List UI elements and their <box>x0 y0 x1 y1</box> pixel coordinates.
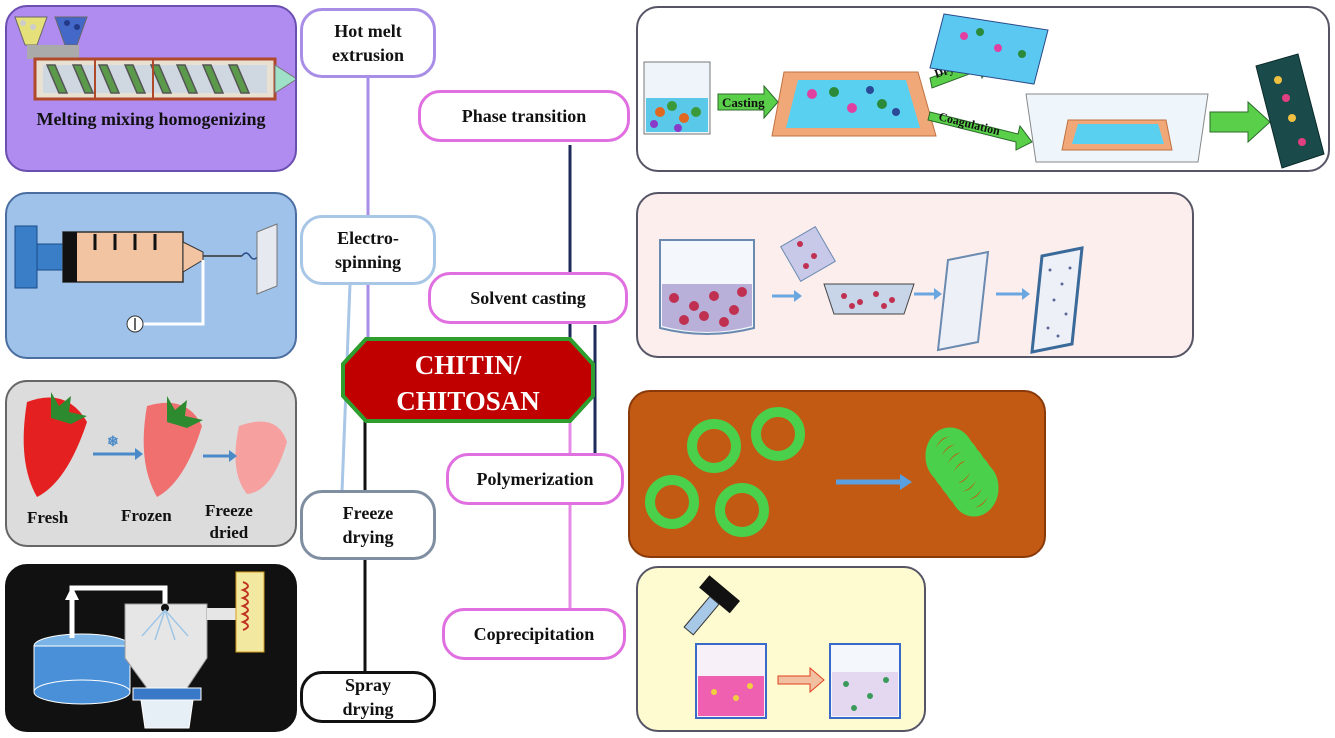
extrusion-panel: Melting mixing homogenizing <box>5 5 297 172</box>
polymerization-panel <box>628 390 1046 558</box>
electrospinning-panel <box>5 192 297 359</box>
label-phase-transition[interactable]: Phase transition <box>418 90 630 142</box>
syringe-illustration <box>14 223 278 333</box>
strawberry-illustration: ❄ <box>23 392 287 497</box>
solvent-casting-panel <box>636 192 1194 358</box>
coprecipitation-panel <box>636 566 926 732</box>
center-title-line1: CHITIN/ <box>415 350 522 380</box>
casting-label: Casting <box>722 95 765 110</box>
phase-transition-panel: Casting Drying Coagulation <box>636 6 1330 172</box>
center-octagon: CHITIN/ CHITOSAN <box>341 337 595 423</box>
spray-dryer-illustration <box>33 571 265 729</box>
label-spray-drying[interactable]: Spray drying <box>300 671 436 723</box>
freeze-drying-panel: ❄ Fresh Frozen Freeze dried <box>5 380 297 547</box>
solvent-casting-illustration <box>659 225 1084 354</box>
label-coprecipitation[interactable]: Coprecipitation <box>442 608 626 660</box>
polymerization-illustration <box>645 407 999 537</box>
label-polymerization[interactable]: Polymerization <box>446 453 624 505</box>
snowflake-icon: ❄ <box>107 435 119 450</box>
freeze-dried-label: Freeze dried <box>205 501 253 543</box>
frozen-label: Frozen <box>121 506 172 525</box>
label-solvent-casting[interactable]: Solvent casting <box>428 272 628 324</box>
fresh-label: Fresh <box>27 508 69 527</box>
extruder-illustration: Melting mixing homogenizing <box>14 16 295 129</box>
phase-transition-illustration: Casting Drying Coagulation <box>643 13 1325 169</box>
center-title-line2: CHITOSAN <box>396 386 540 416</box>
label-electrospinning[interactable]: Electro- spinning <box>300 215 436 285</box>
label-hot-melt-extrusion[interactable]: Hot melt extrusion <box>300 8 436 78</box>
spray-drying-panel <box>5 564 297 732</box>
label-freeze-drying[interactable]: Freeze drying <box>300 490 436 560</box>
coagulation-label: Coagulation <box>937 109 1002 138</box>
extrusion-caption: Melting mixing homogenizing <box>37 109 266 129</box>
coprecipitation-illustration <box>683 575 901 719</box>
